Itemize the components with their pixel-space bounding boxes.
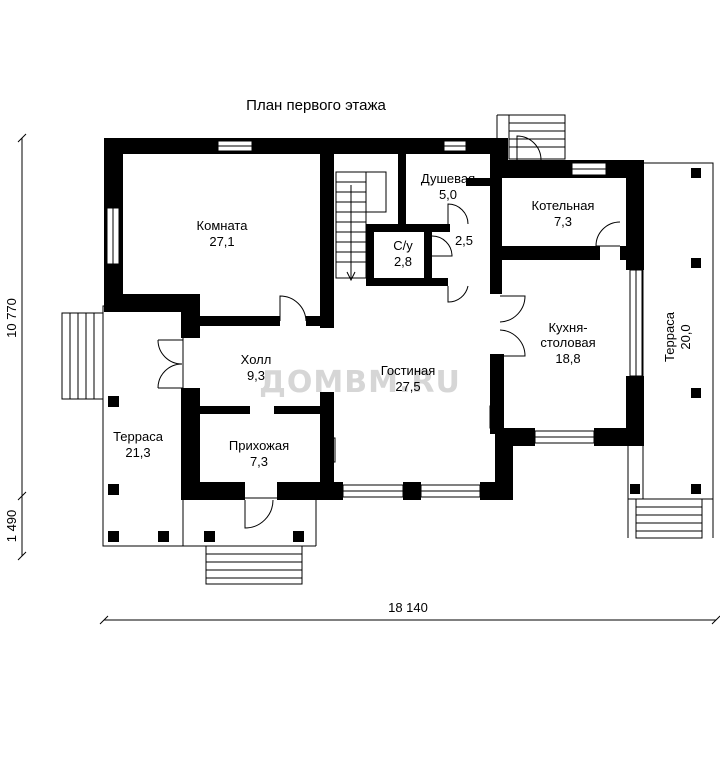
room-area: 2,8 xyxy=(394,254,412,269)
room-area: 27,5 xyxy=(395,379,420,394)
room-dushevaya: Душевая 5,0 xyxy=(421,171,475,202)
dimension-height-extra-label: 1 490 xyxy=(4,510,19,543)
boiler-entry-steps xyxy=(496,114,566,160)
room-name: Терраса xyxy=(113,429,164,444)
room-area: 5,0 xyxy=(439,187,457,202)
watermark: ДОМВМ.RU xyxy=(259,365,461,400)
room-name: Душевая xyxy=(421,171,475,186)
doors xyxy=(157,135,621,529)
room-name: Комната xyxy=(197,218,249,233)
room-name: Кухня- xyxy=(548,320,587,335)
room-name: Холл xyxy=(241,352,272,367)
outer-walls xyxy=(104,138,644,500)
fixtures xyxy=(322,181,641,463)
room-area: 20,0 xyxy=(678,324,693,349)
right-terrace xyxy=(627,162,714,539)
room-name: Котельная xyxy=(532,198,595,213)
room-terrasa-right: Терраса 20,0 xyxy=(662,311,693,362)
room-su: С/у 2,8 xyxy=(393,238,413,269)
room-area: 9,3 xyxy=(247,368,265,383)
dimension-width-label: 18 140 xyxy=(388,600,428,615)
room-kuhnya: Кухня- столовая 18,8 xyxy=(540,320,595,366)
room-area: 7,3 xyxy=(250,454,268,469)
dimension-height: 10 770 1 490 xyxy=(4,133,27,561)
room-area: 21,3 xyxy=(125,445,150,460)
room-terrasa-left: Терраса 21,3 xyxy=(113,429,164,460)
room-name: С/у xyxy=(393,238,413,253)
room-kotelnaya: Котельная 7,3 xyxy=(532,198,595,229)
room-area: 18,8 xyxy=(555,351,580,366)
room-area: 7,3 xyxy=(554,214,572,229)
room-name: Прихожая xyxy=(229,438,289,453)
room-name: Гостиная xyxy=(381,363,436,378)
room-small: 2,5 xyxy=(455,233,473,248)
room-name-2: столовая xyxy=(540,335,595,350)
plan-title: План первого этажа xyxy=(246,97,386,114)
room-name: Терраса xyxy=(662,311,677,362)
windows xyxy=(106,140,643,498)
dimension-width: 18 140 xyxy=(99,600,720,625)
staircase xyxy=(335,171,387,282)
room-area: 2,5 xyxy=(455,233,473,248)
dimension-height-main-label: 10 770 xyxy=(4,298,19,338)
room-holl: Холл 9,3 xyxy=(241,352,272,383)
room-prihozhaya: Прихожая 7,3 xyxy=(229,438,289,469)
room-gostinaya: Гостиная 27,5 xyxy=(381,363,436,394)
room-area: 27,1 xyxy=(209,234,234,249)
room-komnata: Комната 27,1 xyxy=(197,218,249,249)
